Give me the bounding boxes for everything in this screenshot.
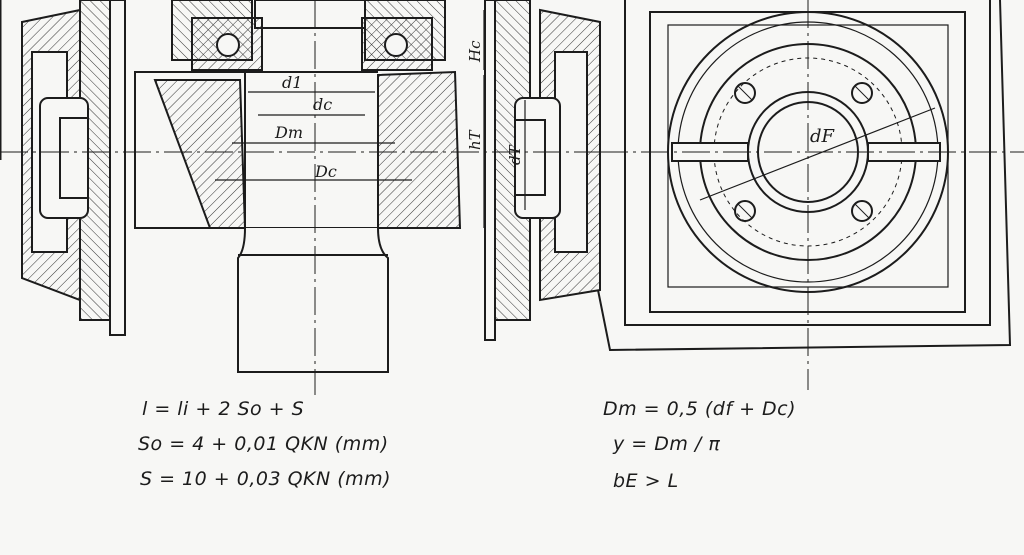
bolt-holes [734, 82, 873, 222]
formula-l: l = li + 2 So + S [142, 398, 305, 420]
label-Dm: Dm [274, 123, 303, 142]
label-dc: dc [313, 95, 332, 114]
label-Dc: Dc [314, 162, 337, 181]
label-dF: dF [810, 126, 836, 147]
formula-s: S = 10 + 0,03 QKN (mm) [140, 468, 392, 490]
bearing-right [361, 17, 433, 71]
formula-so: So = 4 + 0,01 QKN (mm) [138, 433, 389, 455]
label-hT: hT [466, 129, 484, 150]
formula-be: bE > L [613, 470, 679, 492]
label-d1: d1 [282, 73, 302, 92]
frame-outer [624, 0, 991, 326]
column-hatch-left [153, 79, 247, 229]
shaft [237, 227, 389, 373]
plan-view [597, 0, 1024, 390]
label-Hc: Hc [466, 40, 484, 63]
column-hatch-right [377, 70, 462, 229]
bearing-left [191, 17, 263, 71]
section-view [0, 0, 620, 395]
formula-y: y = Dm / π [613, 433, 721, 455]
label-dT: dT [506, 144, 524, 165]
formula-dm: Dm = 0,5 (df + Dc) [603, 398, 797, 420]
